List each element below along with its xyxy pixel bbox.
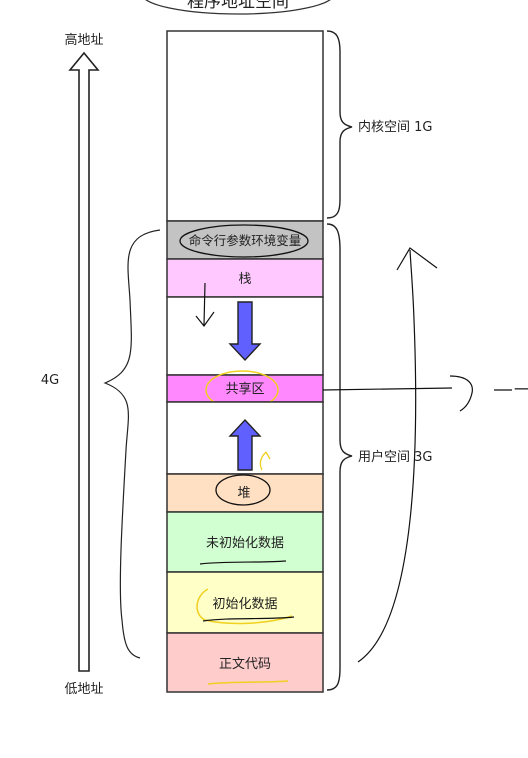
bss-underline [199,560,287,565]
data-label: 初始化数据 [212,597,277,612]
args-env-circle [179,224,309,258]
heap-label: 堆 [237,486,250,501]
right-growth-sketch [357,247,438,663]
heap-sketch [259,451,271,471]
stack-growth-arrow [228,301,262,362]
partial-right-label: 一大 [514,380,528,399]
shared-pointer-line [322,387,453,391]
text-label: 正文代码 [219,657,271,672]
up-arrow-icon [68,51,100,672]
data-highlight [196,588,293,625]
title-annotation: 程序地址空间 [145,0,331,15]
high-address-label: 高地址 [64,32,103,48]
stack-direction-sketch [195,282,215,327]
shared-segment [166,374,324,403]
text-underline [207,680,289,685]
bss-label: 未初始化数据 [206,536,284,551]
user-brace [326,223,353,691]
kernel-segment [166,30,324,222]
total-size-label: 4G [41,373,59,388]
shared-pointer-bracket [449,375,473,412]
kernel-space-label: 内核空间 1G [358,119,432,135]
stack-label: 栈 [238,272,251,287]
memory-column: 命令行参数环境变量 栈 共享区 堆 未初始化数据 初始化数据 正文代码 [166,30,324,693]
heap-circle [215,474,271,506]
heap-growth-arrow [228,418,262,471]
address-arrow: 高地址 低地址 [64,32,103,697]
shared-label: 共享区 [225,381,264,397]
args-env-label: 命令行参数环境变量 [189,233,302,248]
kernel-brace [326,30,353,219]
page-title: 程序地址空间 [187,0,289,12]
data-underline [202,616,295,622]
low-address-label: 低地址 [64,682,103,697]
user-space-label: 用户空间 3G [358,449,432,465]
total-brace [103,229,161,659]
